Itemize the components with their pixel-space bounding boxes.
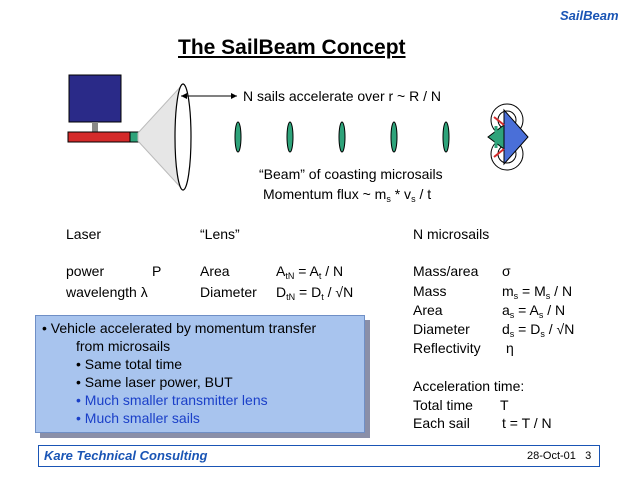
company-name: Kare Technical Consulting: [44, 448, 208, 463]
sail-diameter-formula: ds = Ds / √N: [502, 321, 575, 339]
power-label: power: [66, 263, 105, 279]
lens-diameter-label: Diameter: [200, 284, 257, 300]
footer-date-page: 28-Oct-01 3: [527, 450, 592, 462]
mass-area-label: Mass/area: [413, 263, 479, 279]
callout-line: • Vehicle accelerated by momentum transf…: [42, 320, 317, 336]
each-sail-label: Each sail: [413, 415, 470, 431]
power-value: P: [152, 263, 162, 279]
laser-stand: [92, 122, 98, 132]
lens-diameter-formula: DtN = Dt / √N: [276, 284, 354, 302]
laser-heading: Laser: [66, 226, 102, 242]
transmitter-lens: [174, 83, 192, 191]
lens-area-formula: AtN = At / N: [276, 263, 344, 281]
callout-line: from microsails: [76, 338, 171, 354]
callout-line: • Much smaller transmitter lens: [76, 392, 268, 408]
sailbeam-diagram: [67, 74, 529, 192]
momentum-flux-label: Momentum flux ~ ms * vs / t: [263, 186, 432, 204]
microsails-heading: N microsails: [413, 226, 490, 242]
laser-monitor: [68, 74, 122, 123]
lens-heading: “Lens”: [200, 226, 240, 242]
sail-diameter-label: Diameter: [413, 321, 470, 337]
callout-box: • Vehicle accelerated by momentum transf…: [35, 315, 365, 433]
sail-acceleration-label: N sails accelerate over r ~ R / N: [243, 88, 442, 104]
beam-label: “Beam” of coasting microsails: [259, 166, 443, 182]
total-time-value: T: [500, 397, 509, 413]
brand-label: SailBeam: [560, 8, 619, 23]
microsail: [390, 121, 398, 153]
mass-label: Mass: [413, 283, 447, 299]
each-sail-value: t = T / N: [502, 415, 552, 431]
mass-area-value: σ: [502, 263, 511, 279]
laser-base: [67, 131, 131, 143]
callout-line: • Same total time: [76, 356, 183, 372]
slide-title: The SailBeam Concept: [178, 36, 406, 59]
reflectivity-value: η: [506, 340, 514, 356]
callout-line: • Same laser power, BUT: [76, 374, 233, 390]
laser-emitter: [129, 131, 139, 143]
microsail: [234, 121, 242, 153]
mass-formula: ms = Ms / N: [502, 283, 573, 301]
sail-area-formula: as = As / N: [502, 302, 566, 320]
vehicle-icon: [487, 103, 529, 171]
microsail: [286, 121, 294, 153]
callout-line: • Much smaller sails: [76, 410, 200, 426]
wavelength-row: wavelength λ: [66, 284, 148, 300]
lens-area-label: Area: [200, 263, 230, 279]
total-time-label: Total time: [413, 397, 473, 413]
acceleration-heading: Acceleration time:: [413, 378, 525, 394]
sail-area-label: Area: [413, 302, 443, 318]
microsail: [338, 121, 346, 153]
reflectivity-label: Reflectivity: [413, 340, 481, 356]
footer-bar: [38, 445, 600, 467]
microsail: [442, 121, 450, 153]
